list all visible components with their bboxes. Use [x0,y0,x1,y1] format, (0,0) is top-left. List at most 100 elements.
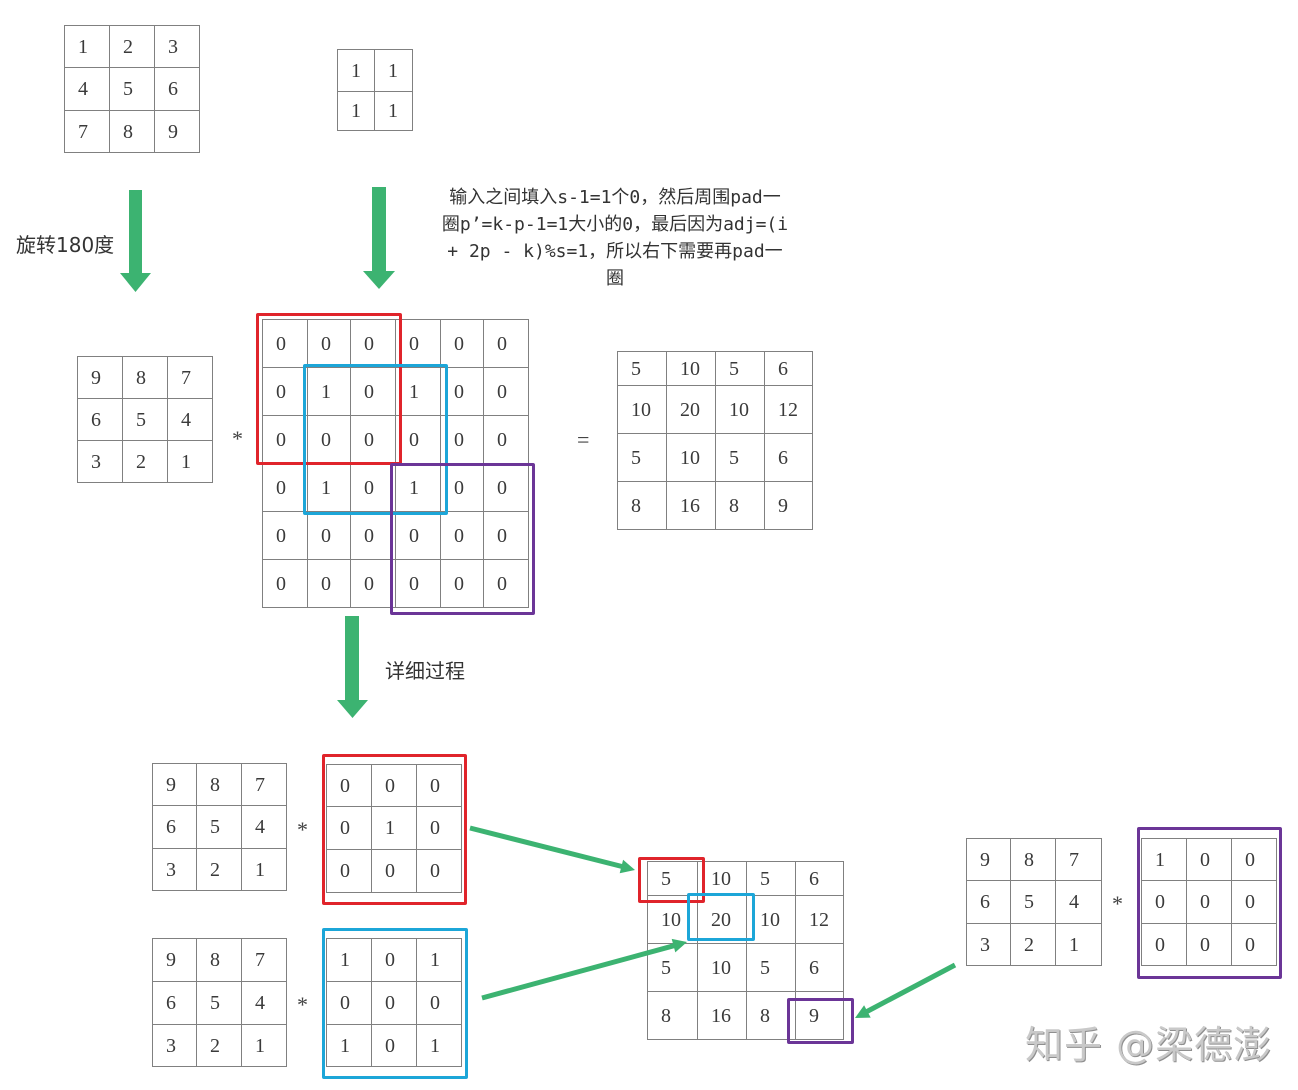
matrix-cell: 0 [1232,881,1277,924]
matrix-cell: 1 [372,807,417,850]
matrix-cell: 8 [747,992,796,1040]
matrix-cell: 0 [372,850,417,893]
matrix-cell: 6 [78,399,123,441]
matrix-cell: 0 [263,560,308,608]
matrix-cell: 5 [123,399,168,441]
matrix-cell: 7 [242,764,287,806]
matrix-cell: 12 [796,896,844,944]
matrix-cell: 5 [747,944,796,992]
detail-process-label: 详细过程 [385,659,465,683]
matrix-cell: 1 [65,26,110,68]
matrix-cell: 6 [155,68,200,111]
explanation-line: 圈p’=k-p-1=1大小的0，最后因为adj=(i [441,214,789,235]
matrix-cell: 1 [327,939,372,982]
matrix-cell: 3 [967,924,1011,966]
matrix-cell: 9 [153,939,197,982]
matrix-cell: 5 [747,862,796,896]
matrix-cell: 16 [667,482,716,530]
matrix-cell: 0 [441,320,484,368]
matrix-cell: 12 [765,386,813,434]
matrix-cell: 4 [1056,881,1102,924]
matrix-cell: 5 [716,434,765,482]
matrix-cell: 0 [308,560,351,608]
matrix-cell: 7 [168,357,213,399]
matrix-cell: 10 [716,386,765,434]
matrix-cell: 2 [1011,924,1056,966]
matrix-cell: 2 [197,849,242,891]
matrix-cell: 7 [242,939,287,982]
matrix-cell: 5 [197,982,242,1025]
matrix-cell: 0 [351,368,396,416]
matrix-cell: 0 [441,464,484,512]
matrix-cell: 1 [327,1025,372,1067]
matrix-cell: 2 [123,441,168,483]
matrix-cell: 0 [441,512,484,560]
matrix-cell: 6 [796,862,844,896]
matrix-cell: 10 [667,434,716,482]
matrix-cell: 1 [396,368,441,416]
convolution-operator: * [297,817,308,842]
matrix-cell: 0 [484,320,529,368]
matrix-cell: 7 [1056,839,1102,881]
matrix-cell: 0 [441,560,484,608]
matrix-cell: 0 [351,320,396,368]
matrix-cell: 5 [648,944,698,992]
matrix-cell: 6 [796,944,844,992]
arrow-to-result-purple-icon [855,962,957,1018]
matrix-cell: 5 [110,68,155,111]
matrix-cell: 0 [484,512,529,560]
arrow-down-icon [337,616,368,718]
matrix-cell: 0 [396,512,441,560]
matrix-cell: 0 [1142,924,1187,966]
matrix-cell: 3 [153,1025,197,1067]
matrix-cell: 0 [263,368,308,416]
matrix-cell: 1 [338,92,375,131]
matrix-cell: 0 [396,320,441,368]
matrix-cell: 0 [372,982,417,1025]
matrix-cell: 6 [765,352,813,386]
matrix-cell: 0 [308,320,351,368]
matrix-cell: 7 [65,111,110,153]
matrix-cell: 1 [308,368,351,416]
arrow-to-result-red-icon [469,825,635,874]
matrix-cell: 5 [197,806,242,849]
matrix-cell: 1 [375,92,413,131]
matrix-cell: 0 [372,765,417,807]
matrix-cell: 16 [698,992,747,1040]
matrix-cell: 6 [153,982,197,1025]
rotate-label: 旋转180度 [16,233,115,257]
matrix-cell: 0 [484,560,529,608]
matrix-cell: 3 [78,441,123,483]
matrix-cell: 0 [417,850,462,893]
matrix-cell: 1 [338,50,375,92]
matrix-cell: 8 [648,992,698,1040]
matrix-cell: 8 [110,111,155,153]
matrix-cell: 6 [153,806,197,849]
matrix-cell: 0 [372,939,417,982]
matrix-cell: 4 [242,982,287,1025]
matrix-cell: 5 [716,352,765,386]
matrix-cell: 6 [967,881,1011,924]
matrix-cell: 1 [168,441,213,483]
matrix-cell: 0 [327,982,372,1025]
matrix-cell: 9 [796,992,844,1040]
matrix-cell: 9 [765,482,813,530]
explanation-line: + 2p - k)%s=1，所以右下需要再pad一 [447,241,783,262]
matrix-cell: 6 [765,434,813,482]
matrix-cell: 1 [396,464,441,512]
matrix-cell: 5 [618,434,667,482]
matrix-cell: 1 [242,1025,287,1067]
matrix-cell: 0 [372,1025,417,1067]
matrix-cell: 0 [263,320,308,368]
matrix-cell: 0 [1142,881,1187,924]
matrix-cell: 3 [153,849,197,891]
matrix-cell: 20 [667,386,716,434]
